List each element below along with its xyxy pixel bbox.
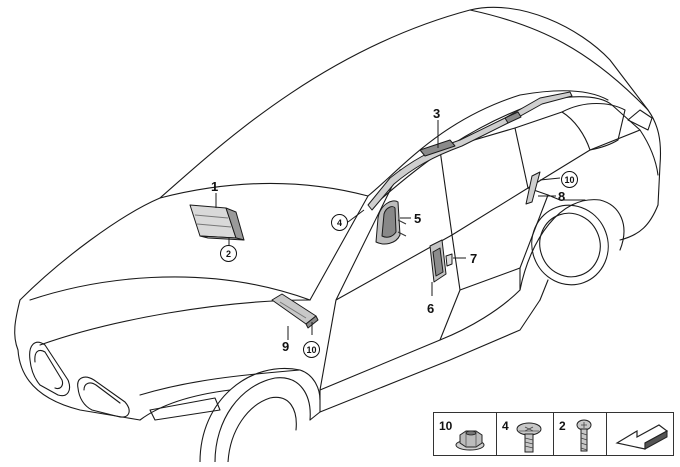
legend-cell-nut: 10 [433,412,497,456]
torx-screw-icon [576,419,592,452]
rear-side-airbag-part[interactable] [429,239,447,283]
fastener-legend: 10 4 2 [433,412,675,458]
callout-4: 4 [331,214,348,231]
callout-9: 9 [282,339,290,354]
legend-screw2-label: 2 [559,419,566,433]
callout-3: 3 [433,106,441,121]
callout-7: 7 [470,251,478,266]
legend-nut-label: 10 [439,419,453,433]
callout-1: 1 [211,179,219,194]
legend-cell-screw-4: 4 [496,412,554,456]
legend-cell-screw-2: 2 [553,412,607,456]
callout-5: 5 [414,211,422,226]
knee-airbag-part[interactable] [271,293,319,329]
legend-cell-arrow [606,412,674,456]
callout-6: 6 [427,301,435,316]
legend-screw4-label: 4 [502,419,509,433]
flange-screw-icon [516,422,542,453]
bracket-part-7[interactable] [445,253,453,267]
callout-10-rear: 10 [561,171,578,188]
leader-lines [215,120,561,340]
nut-icon [455,430,485,451]
passenger-airbag-part[interactable] [189,204,245,241]
front-side-airbag-part[interactable] [375,200,407,245]
direction-arrow-icon [615,424,669,450]
callout-8: 8 [558,189,566,204]
curtain-airbag-part[interactable] [367,91,573,211]
callout-2: 2 [220,245,237,262]
rear-bracket-part[interactable] [525,171,541,205]
callout-10-front: 10 [303,341,320,358]
